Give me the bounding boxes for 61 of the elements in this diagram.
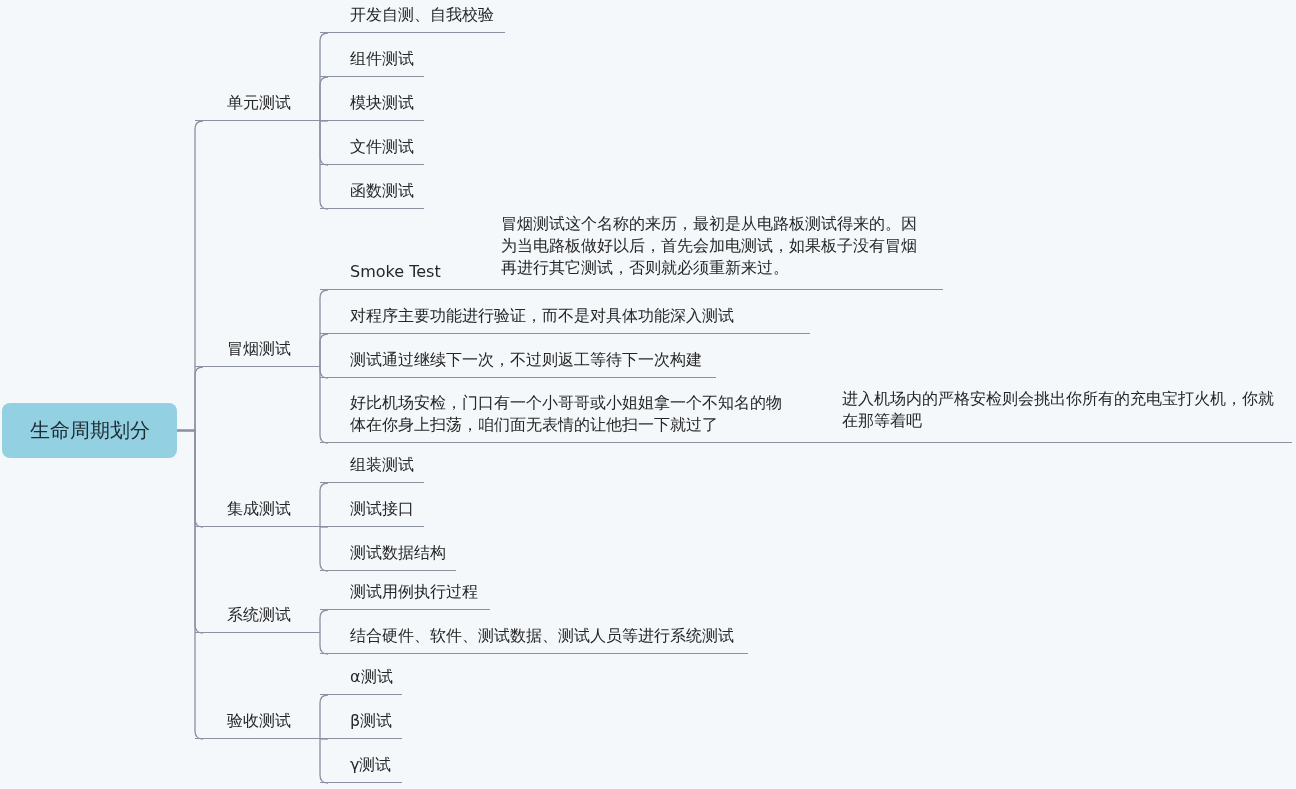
underlined-topic — [195, 604, 320, 633]
connector-line — [319, 526, 329, 572]
underlined-topic — [195, 710, 320, 739]
root-topic: 生命周期划分 — [2, 403, 177, 458]
underlined-topic — [320, 136, 424, 165]
topic-note: 冒烟测试这个名称的来历，最初是从电路板测试得来的。因为当电路板做好以后，首先会加电测试，如果板子没有冒烟再进行其它测试，否则就必须重新来过。 — [500, 213, 918, 279]
topic-text: 组装测试 — [350, 454, 414, 476]
topic-text: 测试通过继续下一次，不过则返工等待下一次构建 — [350, 349, 702, 371]
connector-line — [319, 482, 329, 528]
topic-text: 函数测试 — [350, 180, 414, 202]
connector-line — [319, 738, 329, 740]
topic-text: 对程序主要功能进行验证，而不是对具体功能深入测试 — [350, 305, 734, 327]
connector-line — [319, 366, 329, 444]
topic-text: α测试 — [350, 666, 393, 688]
topic-text: 系统测试 — [227, 604, 291, 626]
topic-text: 组件测试 — [350, 48, 414, 70]
topic-text: β测试 — [350, 710, 393, 732]
topic-text: 测试接口 — [350, 498, 414, 520]
topic-text: 验收测试 — [227, 710, 291, 732]
underlined-topic — [320, 388, 1292, 443]
underlined-topic — [320, 180, 424, 209]
topic-text: 模块测试 — [350, 92, 414, 114]
connector-line — [176, 429, 204, 740]
underlined-topic — [195, 498, 320, 527]
underlined-topic — [320, 4, 505, 33]
topic-text: γ测试 — [350, 754, 392, 776]
topic-text: 结合硬件、软件、测试数据、测试人员等进行系统测试 — [350, 625, 734, 647]
topic-note: 进入机场内的严格安检则会挑出你所有的充电宝打火机，你就在那等着吧 — [841, 388, 1275, 432]
connector-line — [319, 526, 329, 528]
underlined-topic — [320, 581, 490, 610]
connector-line — [319, 76, 329, 122]
underlined-topic — [320, 666, 402, 695]
topic-text: 文件测试 — [350, 136, 414, 158]
underlined-topic — [320, 92, 424, 121]
connector-line — [319, 694, 329, 740]
underlined-topic — [320, 48, 424, 77]
underlined-topic — [320, 754, 402, 783]
connector-line — [319, 120, 329, 210]
connector-line — [319, 609, 329, 634]
topic-text: 测试数据结构 — [350, 542, 446, 564]
connector-line — [319, 738, 329, 784]
topic-text: 开发自测、自我校验 — [350, 4, 494, 26]
topic-text: 集成测试 — [227, 498, 291, 520]
topic-text: Smoke Test — [350, 261, 441, 283]
underlined-topic — [320, 454, 424, 483]
underlined-topic — [320, 213, 943, 290]
underlined-topic — [320, 349, 716, 378]
underlined-topic — [195, 338, 320, 367]
underlined-topic — [320, 710, 402, 739]
topic-text: 好比机场安检，门口有一个小哥哥或小姐姐拿一个不知名的物体在你身上扫荡，咱们面无表情的让他扫一下就过了 — [350, 392, 783, 436]
underlined-topic — [195, 92, 320, 121]
underlined-topic — [320, 305, 810, 334]
topic-text: 测试用例执行过程 — [350, 581, 478, 603]
underlined-topic — [320, 625, 748, 654]
underlined-topic — [320, 542, 456, 571]
connector-line — [319, 632, 329, 655]
topic-text: 单元测试 — [227, 92, 291, 114]
underlined-topic — [320, 498, 424, 527]
connector-line — [319, 333, 329, 368]
topic-text: 冒烟测试 — [227, 338, 291, 360]
connector-line — [319, 120, 329, 122]
